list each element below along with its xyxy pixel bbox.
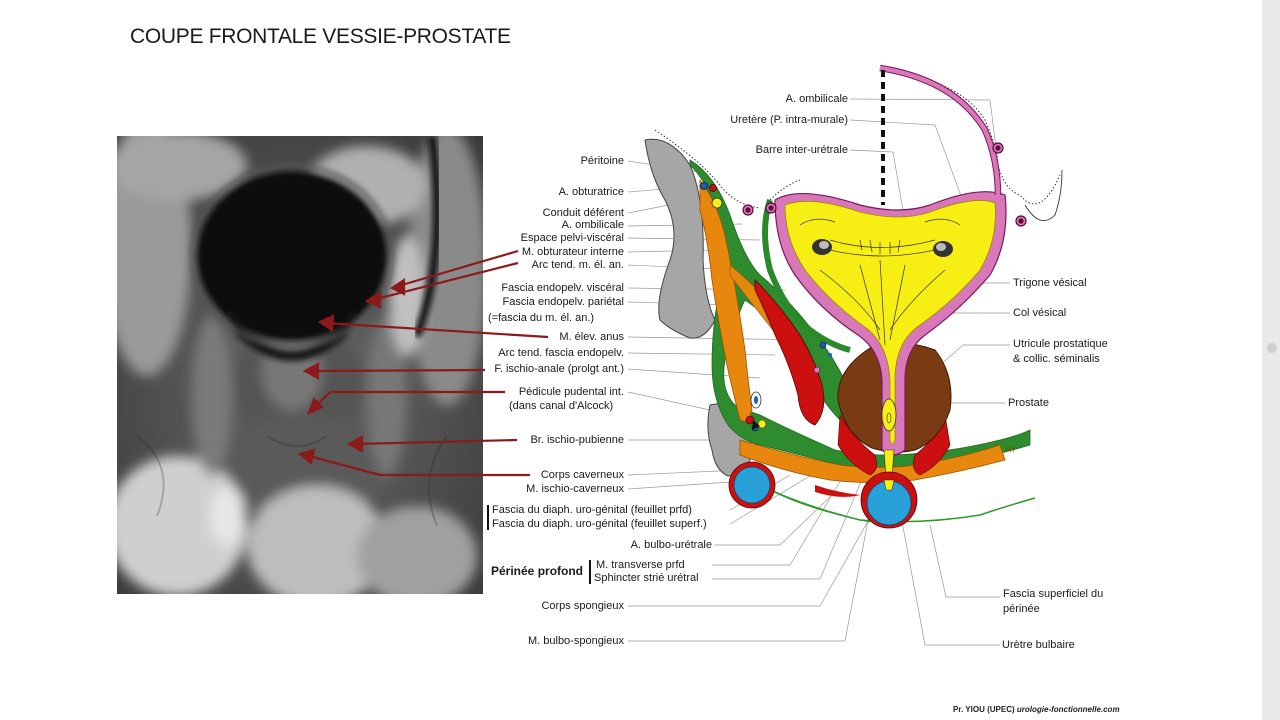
label-a-bulbo-uretrale: A. bulbo-urétrale: [630, 539, 712, 551]
label-utricule-prostatique: Utricule prostatique: [1013, 338, 1108, 350]
label-arc-tend-m-el-an: Arc tend. m. él. an.: [531, 259, 624, 271]
arrow-icon: [317, 314, 549, 339]
label-fascia-diaph-prfd: Fascia du diaph. uro-génital (feuillet p…: [492, 504, 692, 516]
arrow-icon: [364, 261, 519, 309]
label-a-ombilicale-top: A. ombilicale: [785, 93, 848, 105]
label-trigone-vesical: Trigone vésical: [1013, 277, 1087, 289]
scroll-handle-icon[interactable]: [1267, 343, 1277, 353]
label-conduit-deferent: Conduit déférent: [542, 207, 624, 219]
label-uretere: Uretère (P. intra-murale): [730, 114, 848, 126]
label-pedicule-pudental: Pédicule pudental int.: [518, 386, 624, 398]
label-sphincter-strie: Sphincter strié urétral: [594, 572, 699, 584]
label-fascia-endopelv-parietal: Fascia endopelv. pariétal: [502, 296, 624, 308]
label-fascia-superficiel: Fascia superficiel du: [1003, 588, 1104, 600]
credit: Pr. YIOU (UPEC) urologie-fonctionnelle.c…: [953, 705, 1120, 714]
label-fascia-endopelv-visceral: Fascia endopelv. viscéral: [501, 282, 624, 294]
label-corps-caverneux: Corps caverneux: [540, 469, 624, 481]
label-fascia-diaph-superf: Fascia du diaph. uro-génital (feuillet s…: [492, 518, 707, 530]
arrow-icon: [307, 390, 505, 416]
mri-image: [117, 136, 483, 594]
label-br-ischio-pubienne: Br. ischio-pubienne: [530, 434, 624, 446]
label-a-ombilicale-left: A. ombilicale: [561, 219, 624, 231]
label-m-elev-anus: M. élev. anus: [559, 331, 624, 343]
credit-author: Pr. YIOU (UPEC): [953, 705, 1015, 714]
label-a-obturatrice: A. obturatrice: [558, 186, 624, 198]
arrow-icon: [297, 448, 530, 477]
label-barre-inter-uretrale: Barre inter-urétrale: [755, 144, 848, 156]
label-collic-seminalis: & collic. séminalis: [1013, 353, 1100, 365]
page-title: COUPE FRONTALE VESSIE-PROSTATE: [130, 25, 511, 48]
label-espace-pelvi-visceral: Espace pelvi-viscéral: [520, 232, 624, 244]
label-perinee-profond: Périnée profond: [491, 564, 584, 578]
label-m-ischio-caverneux: M. ischio-caverneux: [526, 483, 624, 495]
label-f-ischio-anale: F. ischio-anale (prolgt ant.): [494, 363, 624, 375]
label-arc-tend-fascia-endopelv: Arc tend. fascia endopelv.: [498, 347, 624, 359]
credit-site[interactable]: urologie-fonctionnelle.com: [1016, 705, 1120, 714]
label-col-vesical: Col vésical: [1013, 307, 1067, 319]
hy-mark: HY: [1006, 447, 1016, 454]
label-uretre-bulbaire: Urètre bulbaire: [1002, 639, 1075, 651]
label-m-bulbo-spongieux: M. bulbo-spongieux: [527, 635, 624, 647]
label-prostate: Prostate: [1008, 397, 1049, 409]
arrow-icon: [346, 435, 518, 453]
label-canal-alcock: (dans canal d'Alcock): [509, 400, 614, 412]
label-peritoine: Péritoine: [580, 155, 624, 167]
scroll-gutter[interactable]: [1262, 0, 1280, 720]
arrow-icon: [389, 249, 519, 296]
label-m-obturateur-interne: M. obturateur interne: [521, 246, 624, 258]
label-m-transverse-prfd: M. transverse prfd: [596, 559, 685, 571]
label-perinee: périnée: [1003, 603, 1040, 615]
label-corps-spongieux: Corps spongieux: [541, 600, 624, 612]
label-fascia-note: (=fascia du m. él. an.): [488, 312, 595, 324]
arrow-icon: [302, 362, 486, 380]
